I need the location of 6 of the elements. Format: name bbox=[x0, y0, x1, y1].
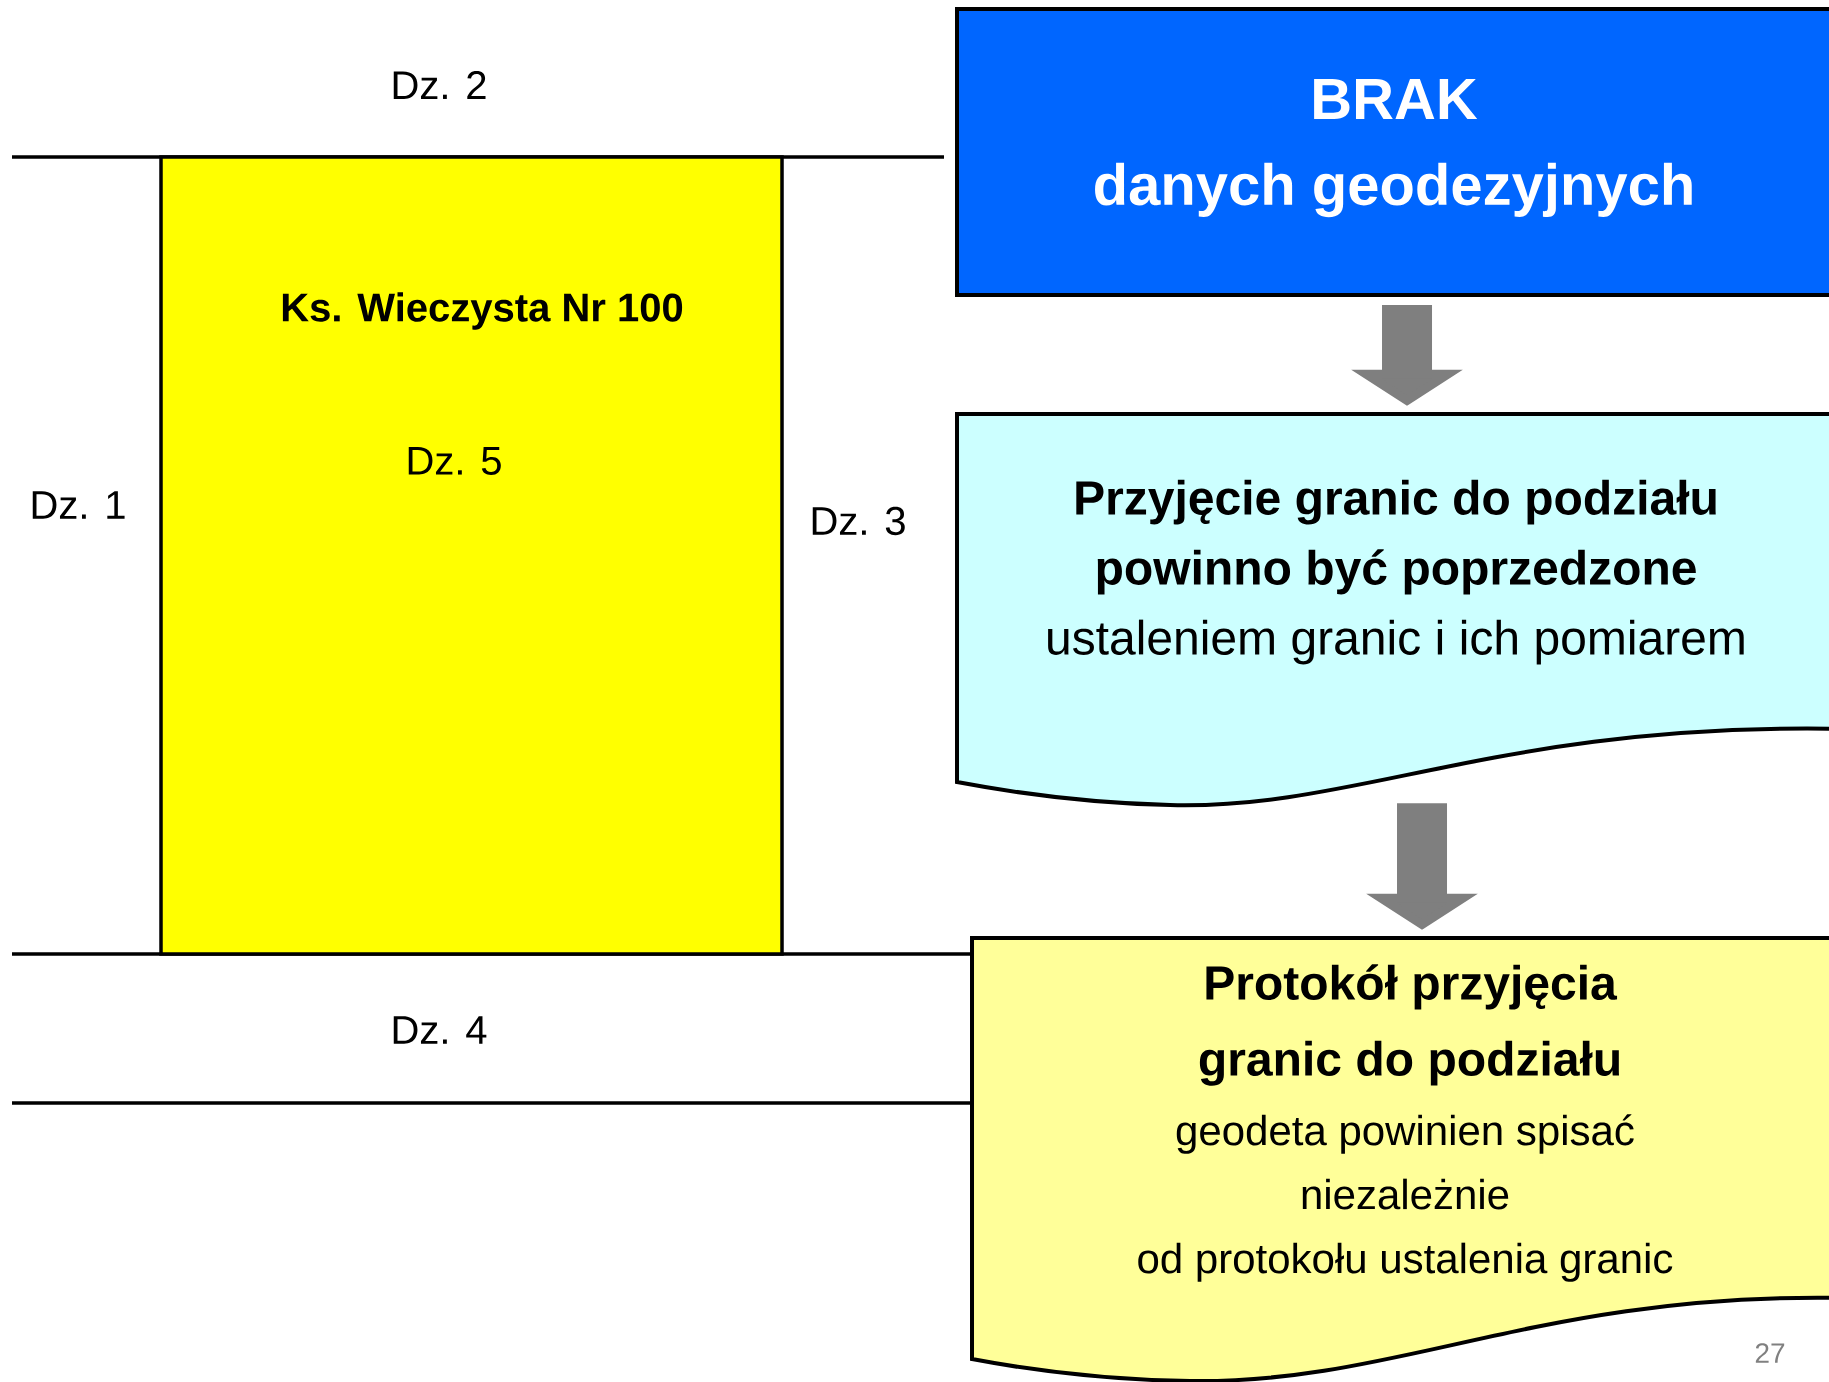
parcel-label: Dz. 2 bbox=[393, 71, 486, 99]
parcel-box: Ks. Wieczysta Nr 100 Dz. 5 bbox=[159, 155, 784, 956]
parcel-label: Dz. 4 bbox=[393, 1016, 487, 1044]
page-number: 27 bbox=[1755, 1343, 1785, 1363]
parcel-label: Dz. 3 bbox=[812, 506, 905, 536]
process-box: BRAK danych geodezyjnych bbox=[955, 7, 1829, 297]
